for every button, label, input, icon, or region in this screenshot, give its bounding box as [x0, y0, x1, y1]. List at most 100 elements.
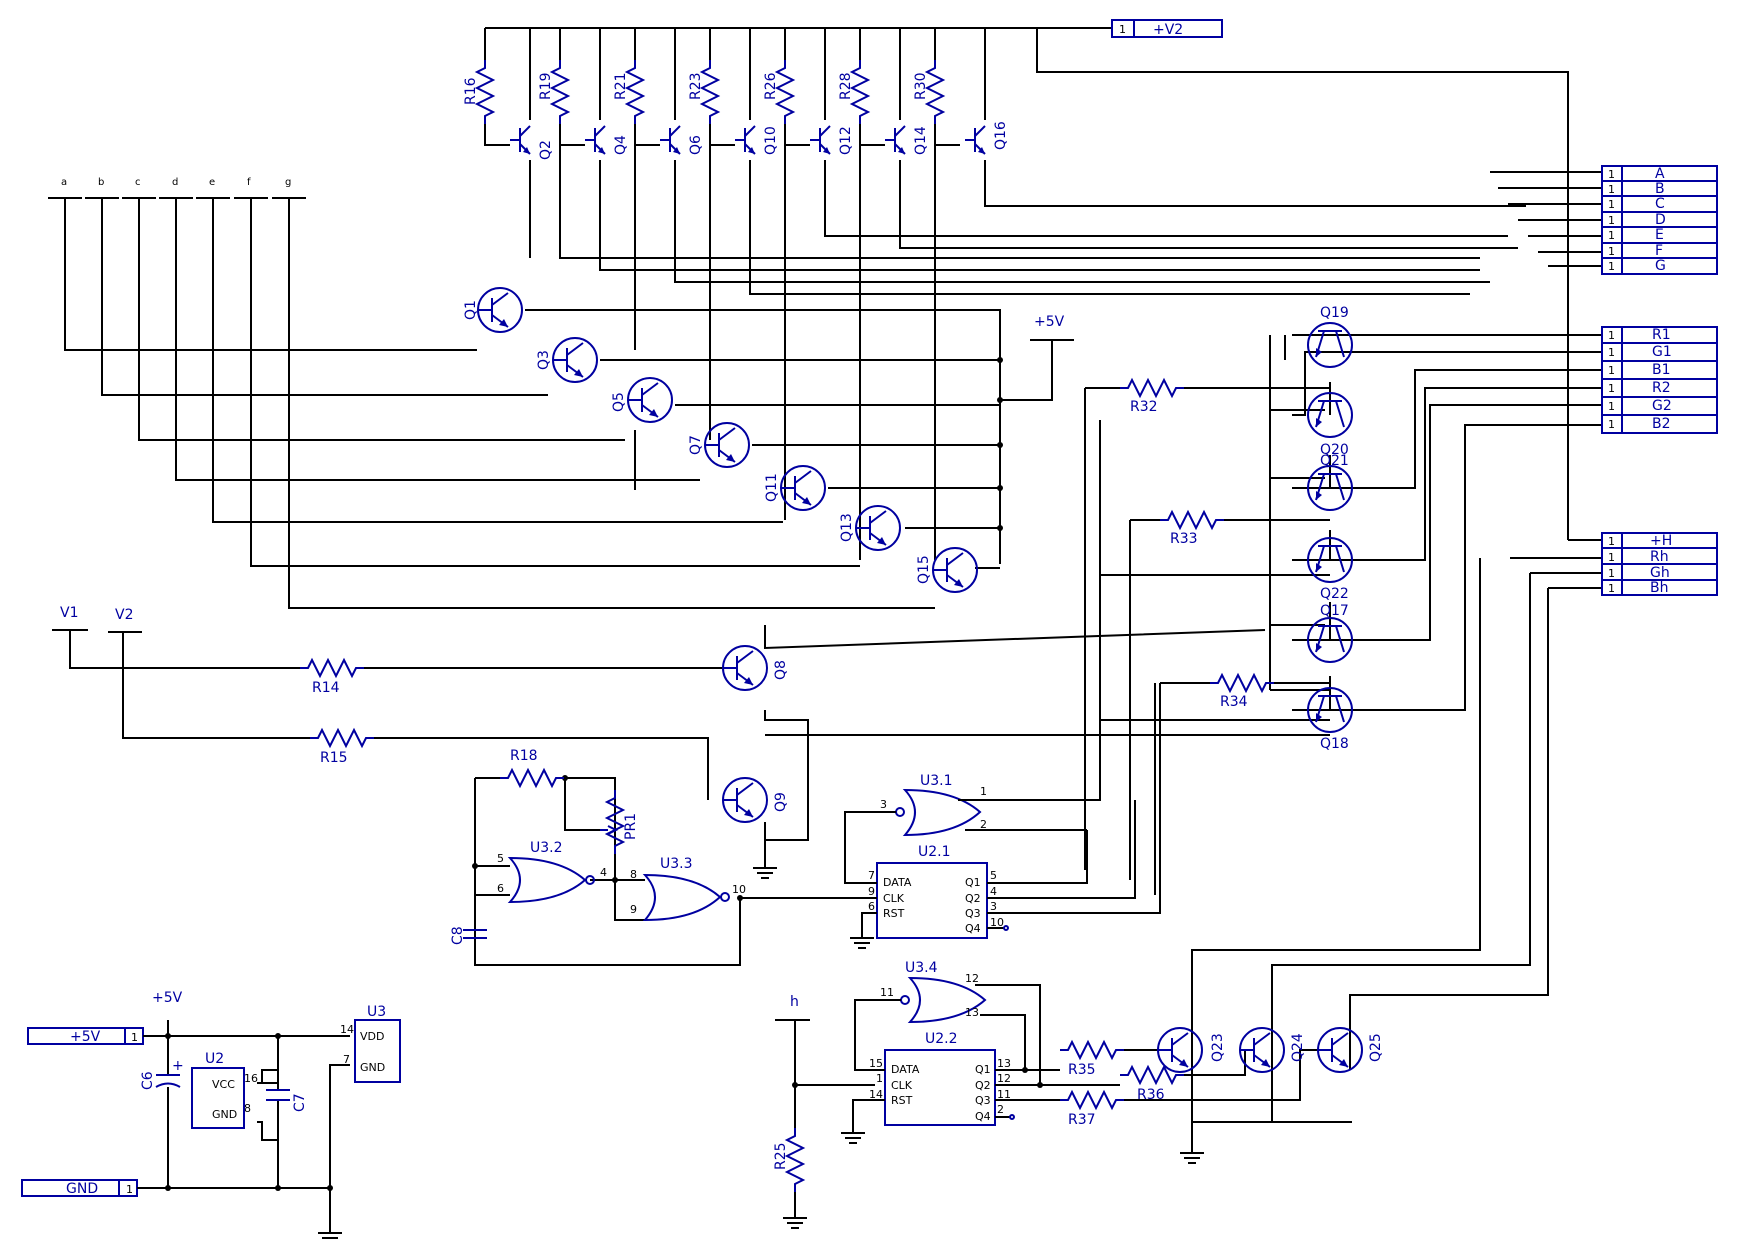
svg-text:Q11: Q11 — [764, 473, 780, 502]
svg-text:DATA: DATA — [883, 876, 912, 889]
svg-text:VCC: VCC — [212, 1078, 235, 1091]
svg-text:R28: R28 — [838, 72, 854, 100]
svg-text:1: 1 — [1608, 198, 1615, 211]
svg-text:Q6: Q6 — [688, 135, 704, 155]
svg-text:U3.1: U3.1 — [920, 773, 953, 789]
v2-rail — [485, 27, 1569, 540]
counter-u2-2: U2.2 DATA CLK RST Q1 Q2 Q3 Q4 15 1 14 13… — [840, 1031, 1060, 1144]
svg-text:Q19: Q19 — [1320, 305, 1349, 321]
svg-text:Q4: Q4 — [975, 1110, 991, 1123]
svg-text:U3.4: U3.4 — [905, 960, 938, 976]
resistor-r21: R21 — [613, 59, 644, 125]
svg-text:1: 1 — [131, 1031, 138, 1044]
svg-text:1: 1 — [1608, 214, 1615, 227]
svg-text:+5V: +5V — [1034, 314, 1065, 330]
svg-text:4: 4 — [990, 885, 997, 898]
svg-text:1: 1 — [1608, 168, 1615, 181]
svg-text:d: d — [172, 177, 178, 188]
svg-text:Q2: Q2 — [538, 140, 554, 160]
svg-text:PR1: PR1 — [623, 813, 639, 840]
resistor-r37: R37 — [1059, 1091, 1125, 1128]
svg-text:R16: R16 — [463, 77, 479, 105]
svg-text:U2: U2 — [205, 1051, 224, 1067]
svg-text:Q17: Q17 — [1320, 603, 1349, 619]
transistor-q1: Q1 — [463, 287, 523, 333]
counter-u2-1: U2.1 DATA CLK RST Q1 Q2 Q3 Q4 7 9 6 5 4 … — [849, 683, 1161, 949]
svg-text:g: g — [285, 177, 291, 188]
svg-text:1: 1 — [1608, 582, 1615, 595]
svg-text:12: 12 — [965, 972, 979, 985]
svg-text:Q9: Q9 — [773, 792, 789, 812]
svg-text:F: F — [1655, 243, 1663, 259]
svg-text:G2: G2 — [1652, 398, 1672, 414]
svg-text:Q1: Q1 — [975, 1063, 991, 1076]
svg-text:R1: R1 — [1652, 327, 1671, 343]
svg-text:R2: R2 — [1652, 380, 1671, 396]
svg-text:Q10: Q10 — [763, 126, 779, 155]
svg-text:Q2: Q2 — [965, 892, 981, 905]
connector-p5v: +5V 1 — [27, 1027, 144, 1045]
svg-text:U3: U3 — [367, 1004, 386, 1020]
transistor-q11: Q11 — [764, 465, 826, 511]
transistor-q19: Q19 — [1307, 305, 1353, 368]
svg-text:15: 15 — [869, 1057, 883, 1070]
svg-text:13: 13 — [997, 1057, 1011, 1070]
resistor-r34: R34 — [1209, 674, 1275, 710]
h-input: h — [775, 994, 875, 1229]
svg-text:Q8: Q8 — [773, 660, 789, 680]
svg-text:V2: V2 — [115, 607, 133, 623]
connector-gnd: GND 1 — [21, 1179, 138, 1197]
transistor-q5: Q5 — [611, 377, 673, 423]
svg-text:Q3: Q3 — [965, 907, 981, 920]
svg-text:6: 6 — [497, 882, 504, 895]
svg-text:Q3: Q3 — [975, 1094, 991, 1107]
svg-text:1: 1 — [980, 785, 987, 798]
svg-text:Q13: Q13 — [839, 513, 855, 542]
svg-text:+5V: +5V — [152, 990, 183, 1006]
svg-text:B1: B1 — [1652, 362, 1671, 378]
capacitor-c7: C7 — [266, 1089, 308, 1112]
capacitor-c6: + C6 — [140, 1058, 184, 1090]
svg-text:1: 1 — [1608, 382, 1615, 395]
svg-text:C8: C8 — [450, 926, 466, 945]
svg-text:Q18: Q18 — [1320, 736, 1349, 752]
transistor-q2: Q2 — [509, 125, 554, 160]
svg-text:Q3: Q3 — [536, 350, 552, 370]
svg-text:R37: R37 — [1068, 1112, 1096, 1128]
v2-connector: 1 +V2 — [1111, 19, 1223, 38]
svg-text:c: c — [135, 177, 141, 188]
svg-text:R35: R35 — [1068, 1062, 1096, 1078]
transistor-q18: Q18 — [1307, 687, 1353, 752]
svg-text:+: + — [172, 1058, 184, 1074]
transistor-q20: Q20 — [1307, 392, 1353, 458]
resistor-r23: R23 — [688, 59, 719, 125]
plus5v-bus: +5V — [525, 309, 1074, 569]
transistor-q24: Q24 — [1239, 1027, 1306, 1073]
svg-text:14: 14 — [340, 1023, 354, 1036]
svg-text:1: 1 — [876, 1072, 883, 1085]
svg-text:VDD: VDD — [360, 1030, 384, 1043]
svg-text:1: 1 — [1608, 418, 1615, 431]
transistor-q6: Q6 — [659, 125, 704, 155]
svg-text:8: 8 — [244, 1102, 251, 1115]
transistor-q22: Q22 — [1307, 537, 1353, 602]
svg-text:Rh: Rh — [1650, 549, 1669, 565]
svg-text:8: 8 — [630, 868, 637, 881]
svg-text:1: 1 — [1608, 567, 1615, 580]
transistor-q16: Q16 — [964, 121, 1009, 155]
svg-text:a: a — [61, 177, 67, 188]
svg-text:9: 9 — [868, 885, 875, 898]
transistor-q7: Q7 — [688, 422, 750, 468]
capacitor-c8: C8 — [450, 926, 487, 945]
resistor-r26: R26 — [763, 59, 794, 125]
svg-text:5: 5 — [497, 852, 504, 865]
svg-text:Q5: Q5 — [611, 392, 627, 412]
svg-text:R30: R30 — [913, 72, 929, 100]
transistor-q13: Q13 — [839, 505, 901, 551]
svg-text:B: B — [1655, 181, 1665, 197]
transistor-q21: Q21 — [1307, 453, 1353, 511]
svg-text:Q23: Q23 — [1210, 1033, 1226, 1062]
svg-text:1: 1 — [1608, 245, 1615, 258]
